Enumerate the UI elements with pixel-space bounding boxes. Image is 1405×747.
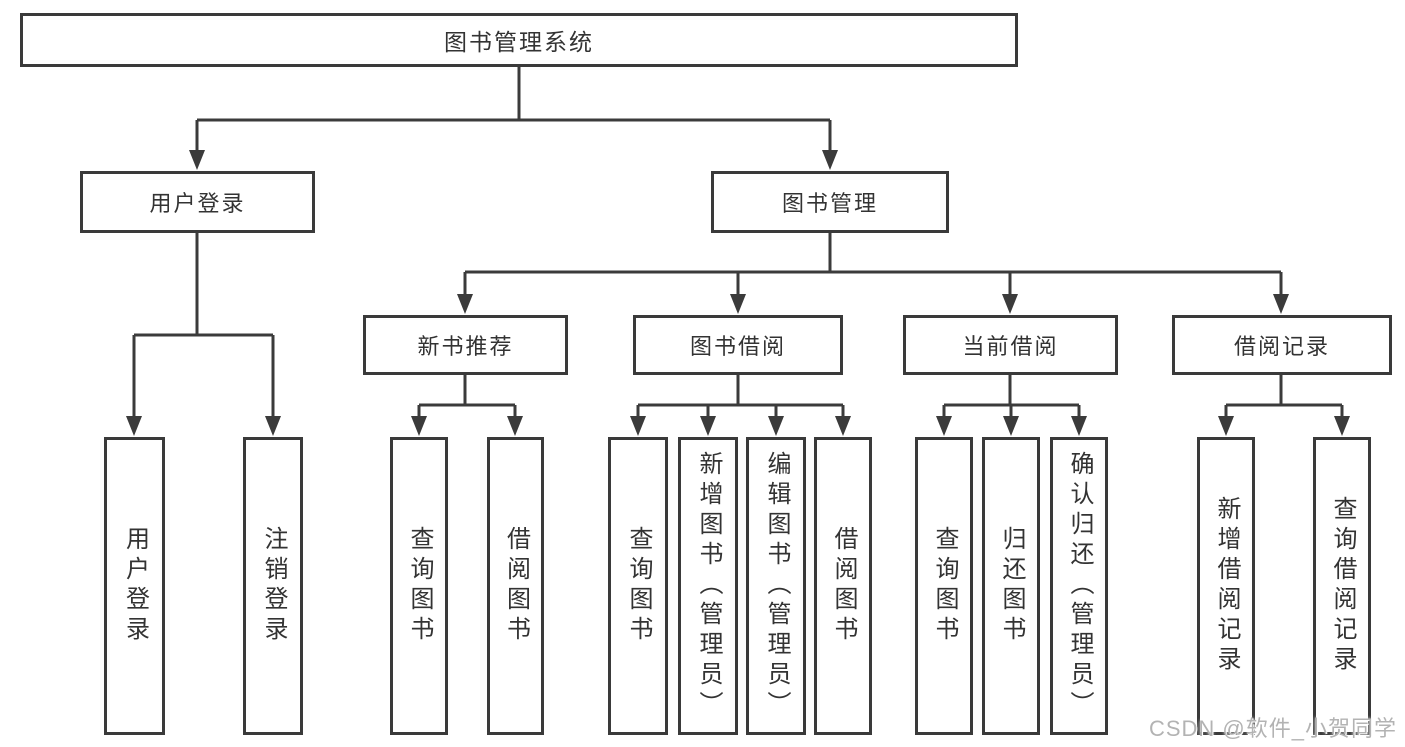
arrow-leaf xyxy=(1218,416,1234,436)
arrow-to-borrow-records xyxy=(1273,294,1289,314)
node-label: 借阅图书 xyxy=(830,526,857,646)
node-label: 查询图书 xyxy=(625,526,652,646)
node-label: 用户登录 xyxy=(121,526,149,646)
leaf-edit-books-admin: 编辑图书（管理员） xyxy=(746,437,806,735)
node-current-borrow: 当前借阅 xyxy=(903,315,1118,375)
node-label: 确认归还（管理员） xyxy=(1066,451,1093,721)
leaf-confirm-return-admin: 确认归还（管理员） xyxy=(1050,437,1108,735)
arrow-leaf xyxy=(835,416,851,436)
leaf-logout: 注销登录 xyxy=(243,437,303,735)
node-borrow-records: 借阅记录 xyxy=(1172,315,1392,375)
node-label: 查询图书 xyxy=(406,526,433,646)
leaf-add-books-admin: 新增图书（管理员） xyxy=(678,437,738,735)
arrow-leaf xyxy=(411,416,427,436)
arrow-leaf xyxy=(700,416,716,436)
node-label: 当前借阅 xyxy=(962,334,1059,359)
watermark-text: CSDN @软件_小贺同学 xyxy=(1148,716,1397,741)
node-label: 借阅图书 xyxy=(502,526,530,646)
connector-book-mgmt-to-level3 xyxy=(463,233,1283,296)
arrow-to-book-borrow xyxy=(730,294,746,314)
arrow-leaf xyxy=(1334,416,1350,436)
leaf-add-borrow-record: 新增借阅记录 xyxy=(1197,437,1255,735)
connector-current-borrow-to-leaves xyxy=(942,375,1081,418)
node-root-system: 图书管理系统 xyxy=(20,13,1018,67)
leaf-query-books-3: 查询图书 xyxy=(915,437,973,735)
node-label: 归还图书 xyxy=(998,526,1025,646)
node-label: 查询借阅记录 xyxy=(1329,496,1356,676)
node-user-login: 用户登录 xyxy=(80,171,315,233)
leaf-borrow-books-1: 借阅图书 xyxy=(487,437,544,735)
arrow-leaf xyxy=(126,416,142,436)
node-book-borrow: 图书借阅 xyxy=(633,315,843,375)
node-label: 新书推荐 xyxy=(417,334,514,359)
node-label: 图书借阅 xyxy=(689,334,786,359)
node-label: 图书管理 xyxy=(781,191,878,216)
leaf-query-borrow-record: 查询借阅记录 xyxy=(1313,437,1371,735)
leaf-query-books-1: 查询图书 xyxy=(390,437,448,735)
arrow-leaf xyxy=(1003,416,1019,436)
node-label: 注销登录 xyxy=(260,526,287,646)
node-label: 用户登录 xyxy=(149,191,246,216)
arrow-leaf xyxy=(936,416,952,436)
arrow-leaf xyxy=(265,416,281,436)
arrow-leaf xyxy=(1071,416,1087,436)
node-label: 新增图书（管理员） xyxy=(695,451,722,721)
node-label: 查询图书 xyxy=(931,526,958,646)
node-label: 编辑图书（管理员） xyxy=(763,451,790,721)
arrow-to-user-login xyxy=(189,150,205,170)
arrow-leaf xyxy=(630,416,646,436)
leaf-user-login: 用户登录 xyxy=(104,437,165,735)
arrow-to-book-mgmt xyxy=(822,150,838,170)
node-new-book-recommend: 新书推荐 xyxy=(363,315,568,375)
leaf-return-books: 归还图书 xyxy=(982,437,1040,735)
leaf-borrow-books-2: 借阅图书 xyxy=(814,437,872,735)
connector-borrow-records-to-leaves xyxy=(1224,375,1344,418)
arrow-to-current-borrow xyxy=(1002,294,1018,314)
connector-root-to-level2 xyxy=(195,67,832,152)
connector-book-borrow-to-leaves xyxy=(636,375,845,418)
node-label: 借阅记录 xyxy=(1233,334,1330,359)
node-label: 图书管理系统 xyxy=(444,29,594,55)
arrow-leaf xyxy=(768,416,784,436)
node-label: 新增借阅记录 xyxy=(1213,496,1240,676)
connector-user-login-to-leaves xyxy=(132,233,275,418)
arrow-leaf xyxy=(507,416,523,436)
leaf-query-books-2: 查询图书 xyxy=(608,437,668,735)
connector-new-book-to-leaves xyxy=(417,375,517,418)
node-book-management: 图书管理 xyxy=(711,171,949,233)
arrow-to-new-book xyxy=(457,294,473,314)
